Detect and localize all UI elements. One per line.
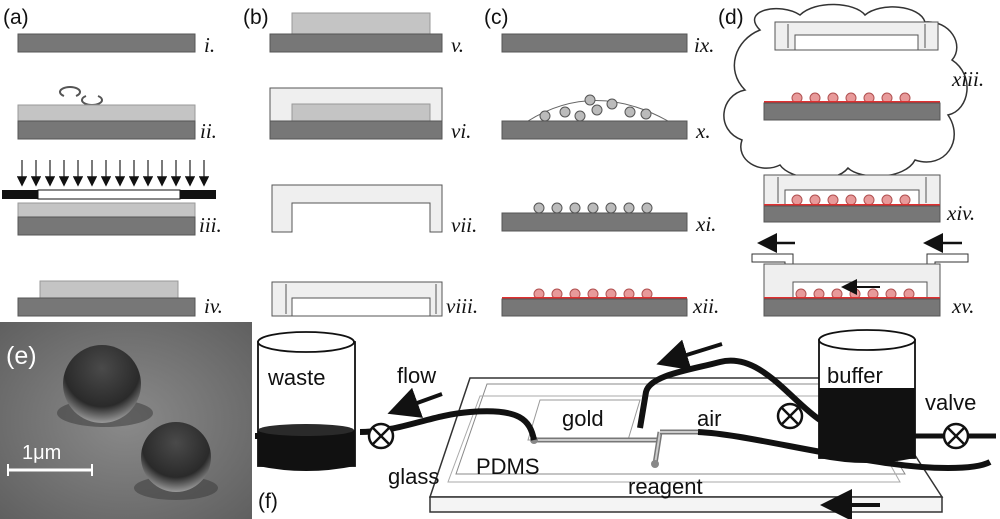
step-vii: vii. — [271, 184, 477, 237]
step-label-v: v. — [451, 33, 464, 57]
panel-label-e: (e) — [6, 342, 37, 370]
buffer-tube — [637, 357, 822, 429]
waste-tube — [359, 408, 537, 441]
step-ii: ii. — [17, 86, 217, 143]
step-xiii: xiii. — [723, 3, 984, 180]
flow-arrow-waste — [387, 387, 443, 418]
waste-container: waste — [257, 331, 356, 471]
air-label: air — [697, 406, 721, 431]
panel-label-a: (a) — [3, 6, 29, 29]
sem-image: (e) 1μm — [0, 322, 252, 519]
particles-xiii — [791, 92, 911, 104]
step-viii: viii. — [271, 281, 478, 318]
scale-bar-label: 1μm — [22, 442, 61, 464]
gold-label: gold — [562, 406, 604, 431]
panel-label-d: (d) — [718, 6, 744, 29]
flow-label: flow — [397, 363, 436, 388]
panel-label-c: (c) — [484, 6, 509, 29]
step-ix: ix. — [501, 33, 714, 57]
buffer-label: buffer — [827, 363, 883, 388]
panel-label-b: (b) — [243, 6, 269, 29]
step-label-xiii: xiii. — [951, 67, 984, 91]
step-v: v. — [269, 12, 464, 57]
step-label-ii: ii. — [200, 119, 217, 143]
valve-label: valve — [925, 390, 976, 415]
step-xiv: xiv. — [763, 174, 975, 225]
panel-label-f: (f) — [258, 490, 278, 513]
step-label-iv: iv. — [204, 294, 223, 318]
particle-sphere-2 — [141, 422, 211, 492]
step-label-xv: xv. — [951, 294, 974, 318]
flow-arrow-buffer — [656, 339, 723, 371]
step-x: x. — [501, 94, 711, 143]
mask-right — [180, 190, 216, 199]
step-label-xii: xii. — [692, 294, 719, 318]
step-i: i. — [17, 33, 215, 57]
step-label-viii: viii. — [446, 294, 478, 318]
step-label-vii: vii. — [451, 213, 477, 237]
mask-left — [2, 190, 38, 199]
step-label-ix: ix. — [694, 33, 714, 57]
valve-icon-waste[interactable] — [367, 422, 395, 450]
microfluidic-setup: waste buffer flo — [255, 329, 996, 519]
waste-label: waste — [267, 365, 325, 390]
step-label-i: i. — [204, 33, 215, 57]
step-label-vi: vi. — [451, 119, 471, 143]
glass-label: glass — [388, 464, 439, 489]
particles-x — [539, 94, 652, 122]
uv-arrows — [16, 160, 210, 187]
buffer-container: buffer — [818, 329, 916, 463]
step-label-x: x. — [695, 119, 711, 143]
step-label-iii: iii. — [199, 213, 222, 237]
step-label-xi: xi. — [695, 212, 716, 236]
step-xi: xi. — [501, 202, 716, 236]
particles-xi — [533, 202, 653, 214]
step-vi: vi. — [269, 87, 471, 143]
pdms-label: PDMS — [476, 454, 540, 479]
step-xv: xv. — [751, 233, 974, 318]
step-xii: xii. — [501, 288, 719, 318]
particles-xiv — [791, 194, 911, 206]
valve-icon-buffer[interactable] — [776, 402, 804, 430]
reagent-label: reagent — [628, 474, 703, 499]
valve-icon-right[interactable] — [942, 422, 970, 450]
step-iii: iii. — [2, 160, 222, 237]
step-label-xiv: xiv. — [946, 201, 975, 225]
particle-sphere-1 — [63, 345, 141, 423]
spin-icon — [59, 86, 81, 97]
step-iv: iv. — [17, 280, 223, 318]
